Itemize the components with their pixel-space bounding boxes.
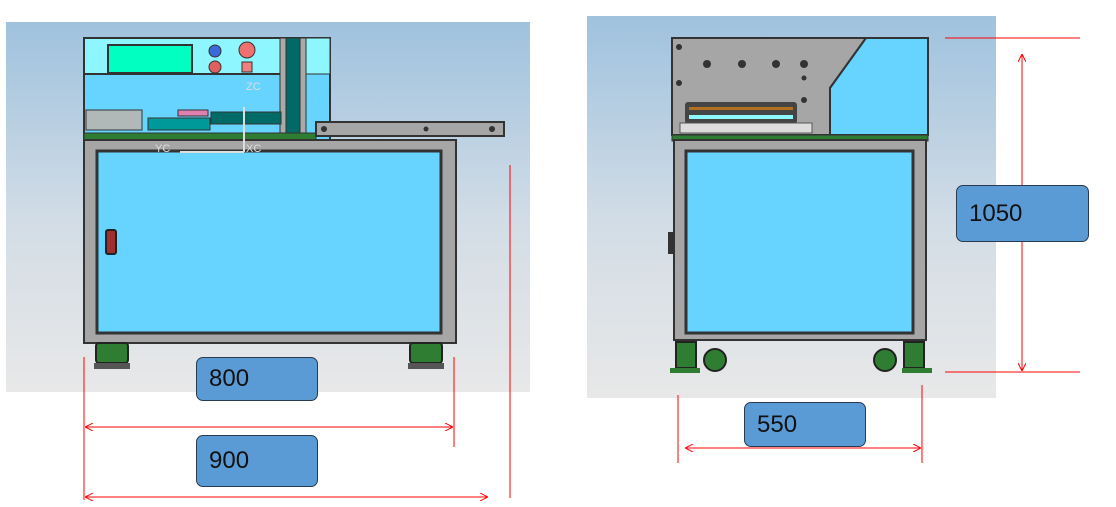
display-screen xyxy=(107,44,193,74)
dimension-label-900: 900 xyxy=(196,435,318,487)
door-handle xyxy=(105,229,117,255)
front-view: ZC YC XC xyxy=(6,22,530,392)
axis-label-x: XC xyxy=(246,143,261,155)
dimension-label-800: 800 xyxy=(196,357,318,401)
axis-label-z: ZC xyxy=(246,81,261,93)
conveyor-arm xyxy=(315,121,505,137)
cabinet-door xyxy=(95,149,443,335)
axis-label-y: YC xyxy=(155,143,170,155)
dimension-label-1050: 1050 xyxy=(956,185,1089,242)
side-view xyxy=(587,16,996,398)
dimension-lines xyxy=(83,37,1080,500)
dimension-label-550: 550 xyxy=(744,402,866,447)
